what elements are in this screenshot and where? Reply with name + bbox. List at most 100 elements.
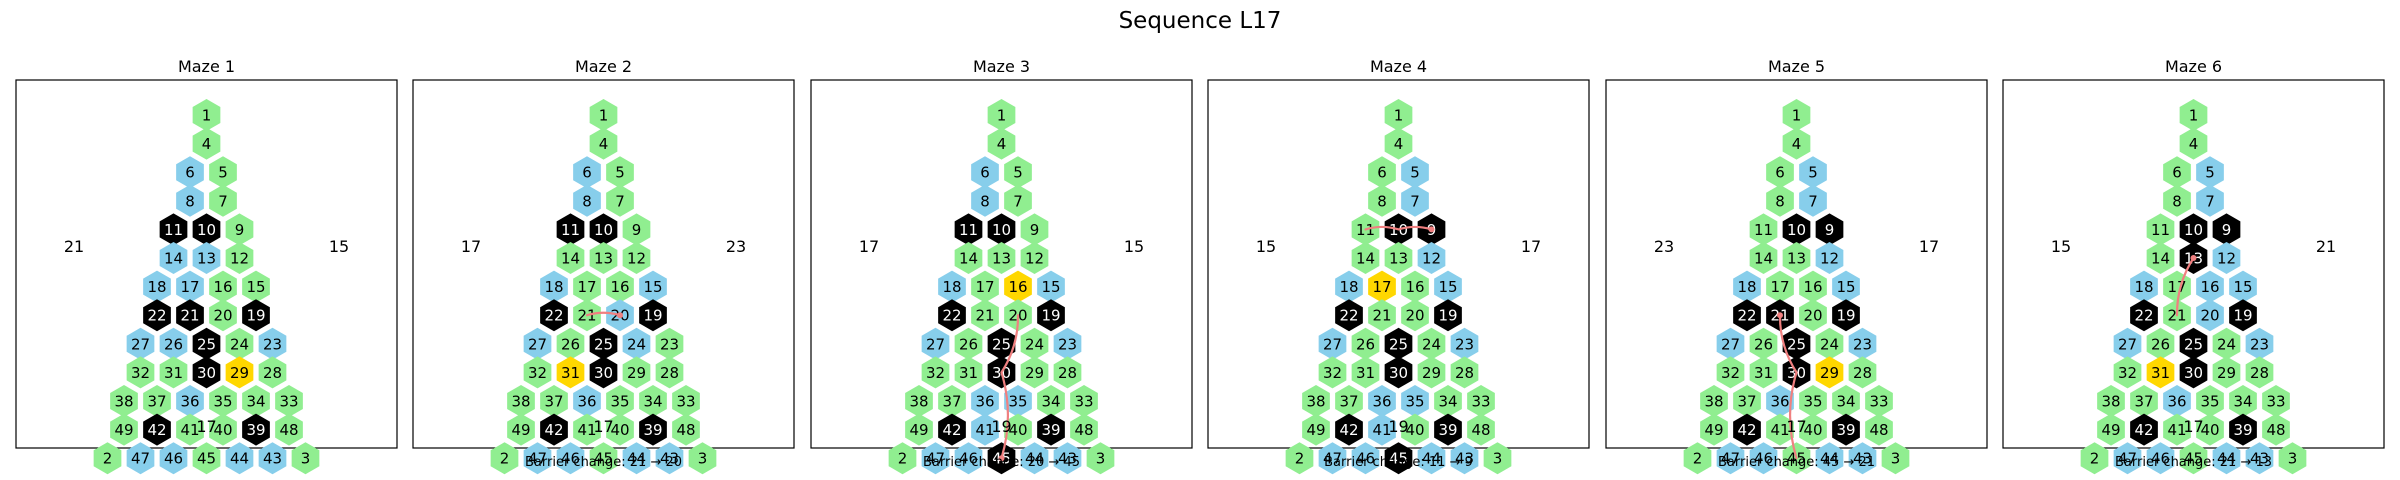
maze-cell: 14 <box>556 242 585 274</box>
maze-cell: 9 <box>1815 213 1844 246</box>
cell-number: 22 <box>1339 307 1358 325</box>
cell-number: 18 <box>147 278 166 296</box>
hex-cell-shape <box>573 385 601 417</box>
cell-number: 27 <box>2118 335 2137 353</box>
hex-cell-shape <box>606 156 634 189</box>
hex-cell-shape <box>192 99 221 131</box>
maze-cell: 8 <box>1766 184 1794 217</box>
cell-number: 17 <box>1372 278 1391 296</box>
cell-number: 46 <box>164 450 183 468</box>
maze-cell: 11 <box>159 213 188 246</box>
hex-cell-shape <box>1335 299 1363 332</box>
cell-number: 40 <box>213 421 232 439</box>
maze-cell: 34 <box>1037 385 1065 417</box>
cell-number: 9 <box>235 221 245 239</box>
maze-cell: 23 <box>655 327 684 360</box>
hex-cell-shape <box>672 413 700 446</box>
hex-cell-shape <box>1782 99 1811 131</box>
maze-cell: 17 <box>573 270 601 303</box>
hex-cell-shape <box>1716 356 1745 389</box>
hex-cell-shape <box>1020 442 1049 475</box>
hex-cell-shape <box>655 442 684 475</box>
cell-number: 13 <box>1787 250 1806 268</box>
hex-cell-shape <box>1749 213 1778 246</box>
cell-number: 7 <box>615 192 625 210</box>
cell-number: 31 <box>1356 364 1375 382</box>
cell-number: 37 <box>147 393 166 411</box>
cell-number: 37 <box>1737 393 1756 411</box>
maze-cell: 6 <box>2163 156 2191 189</box>
hex-cell-shape <box>192 356 221 389</box>
cell-number: 49 <box>2101 421 2120 439</box>
maze-cell: 15 <box>2229 270 2257 303</box>
hex-cell-shape <box>1815 356 1844 389</box>
cell-number: 44 <box>627 450 646 468</box>
cell-number: 47 <box>131 450 150 468</box>
cell-number: 48 <box>279 421 298 439</box>
cell-number: 24 <box>230 335 249 353</box>
maze-cell: 45 <box>1384 442 1413 475</box>
hex-cell-shape <box>1467 385 1495 417</box>
left-side-number: 15 <box>2051 237 2071 256</box>
maze-cell: 19 <box>639 299 667 332</box>
hex-cell-shape <box>2179 442 2208 475</box>
cell-number: 44 <box>2217 450 2236 468</box>
cell-number: 39 <box>1041 421 1060 439</box>
maze-cell: 6 <box>573 156 601 189</box>
maze-cell: 42 <box>938 413 966 446</box>
cell-number: 29 <box>1025 364 1044 382</box>
cell-number: 22 <box>544 307 563 325</box>
cell-number: 10 <box>1787 221 1806 239</box>
cell-number: 41 <box>1372 421 1391 439</box>
cell-number: 35 <box>1405 393 1424 411</box>
hex-cell-shape <box>1782 327 1811 360</box>
cell-number: 3 <box>2288 450 2298 468</box>
maze-cell: 36 <box>176 385 204 417</box>
hex-cell-shape <box>556 327 585 360</box>
cell-number: 47 <box>1323 450 1342 468</box>
hex-cell-shape <box>2146 442 2175 475</box>
maze-cell: 29 <box>2212 356 2241 389</box>
hex-cell-shape <box>1417 442 1446 475</box>
cell-number: 38 <box>909 393 928 411</box>
maze-cell: 48 <box>1070 413 1098 446</box>
cell-number: 5 <box>2205 164 2215 182</box>
bottom-side-number: 17 <box>1786 417 1806 436</box>
barrier-change-arrowhead <box>2190 255 2197 261</box>
cell-number: 46 <box>561 450 580 468</box>
cell-number: 16 <box>1405 278 1424 296</box>
maze-cell: 33 <box>1467 385 1495 417</box>
cell-number: 47 <box>1721 450 1740 468</box>
barrier-change-caption: Barrier change: 11 → 9 <box>1324 455 1473 470</box>
maze-cell: 32 <box>2113 356 2142 389</box>
hex-cell-shape <box>639 413 667 446</box>
cell-number: 14 <box>959 250 978 268</box>
hex-cell-shape <box>1799 385 1827 417</box>
maze-cell: 26 <box>2146 327 2175 360</box>
hex-cell-shape <box>1799 270 1827 303</box>
cell-number: 42 <box>942 421 961 439</box>
cell-number: 37 <box>942 393 961 411</box>
cell-number: 22 <box>147 307 166 325</box>
barrier-change-path <box>2175 256 2195 317</box>
maze-cell: 5 <box>2196 156 2224 189</box>
cell-number: 1 <box>599 107 609 125</box>
maze-cell: 6 <box>1766 156 1794 189</box>
hex-cell-shape <box>2130 299 2158 332</box>
maze-cell: 33 <box>1865 385 1893 417</box>
hex-cell-shape <box>2179 127 2208 160</box>
cell-number: 40 <box>1803 421 1822 439</box>
maze-cell: 2 <box>888 442 917 475</box>
maze-cell: 18 <box>938 270 966 303</box>
hex-cell-shape <box>126 356 155 389</box>
maze-cell: 28 <box>1848 356 1877 389</box>
cell-number: 41 <box>2167 421 2186 439</box>
maze-cell: 3 <box>1483 442 1512 475</box>
maze-cell: 26 <box>1351 327 1380 360</box>
cell-number: 19 <box>2233 307 2252 325</box>
maze-title: Maze 5 <box>1768 57 1825 76</box>
maze-cell: 32 <box>1318 356 1347 389</box>
maze-cell: 7 <box>1799 184 1827 217</box>
hex-cell-shape <box>1086 442 1115 475</box>
